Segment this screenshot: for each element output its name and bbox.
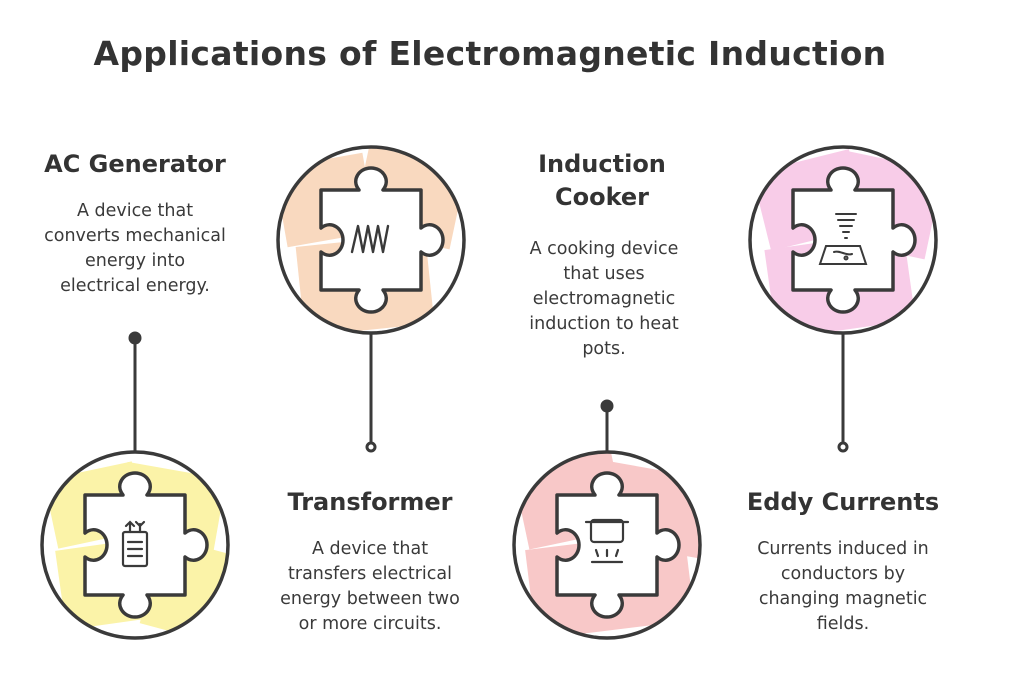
eddy-currents-node [748, 145, 938, 335]
induction-cooker-description-line: pots. [582, 339, 626, 359]
ac-generator-description-line: energy into [84, 251, 186, 271]
transformer-node [276, 145, 466, 335]
diagram-title: Applications of Electromagnetic Inductio… [93, 34, 887, 73]
ac-generator-node [40, 450, 230, 640]
eddy-currents-description-line: fields. [816, 614, 870, 634]
transformer-description-line: energy between two [280, 589, 460, 609]
induction-cooker-node [512, 450, 702, 640]
induction-cooker-description-line: induction to heat [529, 314, 679, 334]
connector-lines [128, 331, 849, 453]
eddy-currents-description-line: Currents induced in [757, 539, 929, 559]
coil-icon [350, 224, 390, 254]
ac-generator-description-line: A device that [76, 201, 194, 221]
ac-generator-description-line: electrical energy. [60, 276, 210, 296]
eddy-currents-heading: Eddy Currents [746, 488, 940, 516]
ac-generator-description: A device that converts mechanical energy… [15, 199, 255, 299]
eddy-currents-description-line: changing magnetic [758, 589, 928, 609]
transformer-description-line: A device that [311, 539, 429, 559]
induction-cooker-description-line: electromagnetic [532, 289, 676, 309]
eddy-currents-description: Currents induced in conductors by changi… [723, 537, 963, 637]
transformer-description: A device that transfers electrical energ… [250, 537, 490, 637]
battery-icon [121, 520, 149, 568]
induction-cooker-connector-dot [600, 399, 614, 413]
eddy-currents-description-line: conductors by [780, 564, 906, 584]
induction-cooker-heading-line: Cooker [554, 183, 650, 211]
induction-cooker-heading: Induction Cooker [482, 148, 722, 214]
transformer-description-line: transfers electrical [288, 564, 452, 584]
transformer-connector-dot [365, 441, 377, 453]
ac-generator-description-line: converts mechanical [44, 226, 226, 246]
eddy-currents-connector-dot [837, 441, 849, 453]
swirl-icon [818, 213, 868, 265]
cooking-pot-icon [584, 518, 630, 564]
induction-cooker-heading-line: Induction [538, 150, 666, 178]
induction-cooker-description-line: A cooking device [529, 239, 679, 259]
ac-generator-heading: AC Generator [44, 150, 226, 178]
transformer-description-line: or more circuits. [298, 614, 442, 634]
ac-generator-connector-dot [128, 331, 142, 345]
induction-cooker-description: A cooking device that uses electromagnet… [484, 237, 724, 362]
transformer-heading: Transformer [287, 488, 453, 516]
induction-cooker-description-line: that uses [563, 264, 645, 284]
